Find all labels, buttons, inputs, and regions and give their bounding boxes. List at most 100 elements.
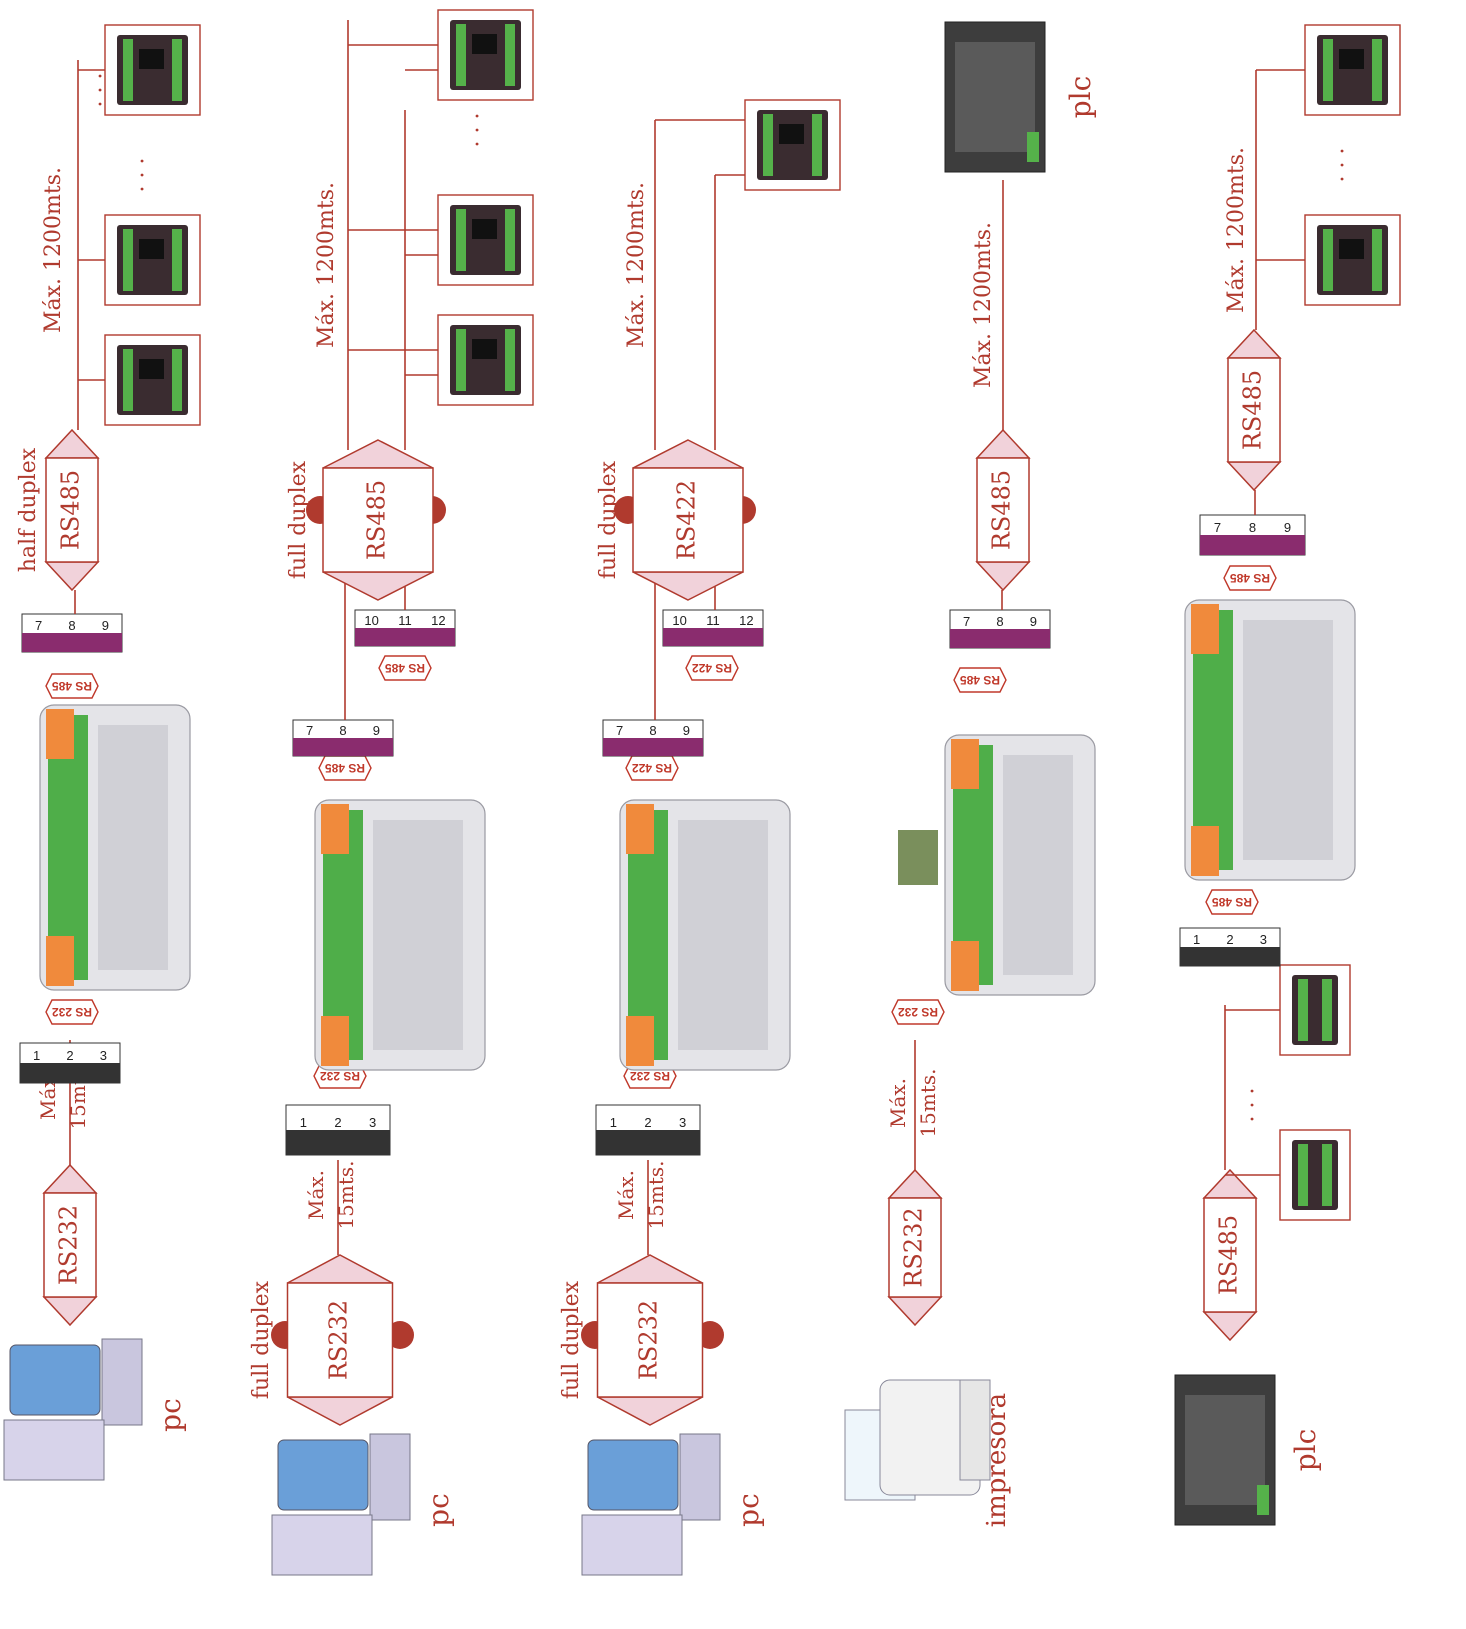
badge-text: RS 485 [325, 761, 365, 775]
right-protocol-box: RS422 [633, 440, 743, 600]
field-device [105, 215, 200, 305]
pin-label: 7 [616, 723, 623, 738]
device-display [139, 359, 164, 379]
pin-label: 1 [33, 1048, 40, 1063]
monitor [278, 1440, 368, 1510]
device-terminal [172, 39, 182, 101]
plc-terminal [1027, 132, 1039, 162]
device-terminal [1372, 39, 1382, 101]
rs-badge: RS 485 [954, 668, 1006, 692]
monitor [588, 1440, 678, 1510]
pin-label: 11 [706, 613, 720, 628]
left-mode-label: full duplex [559, 1280, 584, 1399]
converter-terminal-block [626, 1016, 654, 1066]
converter-module [315, 800, 485, 1070]
arrow-head-top [1228, 330, 1280, 358]
arrow-head-top [46, 430, 98, 458]
db9-connector [898, 830, 938, 885]
pc-icon: pc [582, 1434, 765, 1575]
arrow-head-bottom [288, 1397, 393, 1425]
converter-cover [1243, 620, 1333, 860]
keyboard [680, 1434, 720, 1520]
keyboard [102, 1339, 142, 1425]
device-terminal [1323, 39, 1333, 101]
pin-label: 8 [996, 614, 1003, 629]
ellipsis: · · · [1331, 148, 1356, 183]
pin-label: 3 [679, 1115, 686, 1130]
plc-panel [1185, 1395, 1265, 1505]
left-distance-line1: Máx. [614, 1170, 638, 1220]
converter-terminal-block [951, 739, 979, 789]
arrow-head-bottom [323, 572, 433, 600]
pin-label: 9 [1284, 520, 1291, 535]
device-display [139, 49, 164, 69]
endpoint-label: impresora [982, 1393, 1012, 1527]
pin-label: 12 [431, 613, 445, 628]
rs-badge: RS 485 [46, 674, 98, 698]
device-terminal [456, 24, 466, 86]
device-terminal [172, 229, 182, 291]
pin-label: 7 [306, 723, 313, 738]
badge-text: RS 232 [320, 1069, 360, 1083]
pin-label: 9 [102, 618, 109, 633]
converter-cover [1003, 755, 1073, 975]
device-terminal [812, 114, 822, 176]
arrow-head-bottom [633, 572, 743, 600]
pin-label: 3 [100, 1048, 107, 1063]
converter-terminal-block [46, 936, 74, 986]
arrow-head-top [288, 1255, 393, 1283]
endpoint-label: plc [1064, 76, 1097, 119]
input-terminal: 123 [596, 1105, 700, 1155]
strip-band [1200, 535, 1305, 555]
right-protocol-box: RS485 [977, 430, 1029, 590]
strip-band [603, 738, 703, 756]
device-terminal [1322, 1144, 1332, 1206]
output-terminal-tx: 7 8 9 [603, 720, 703, 756]
device-terminal [505, 209, 515, 271]
strip-band [20, 1063, 120, 1083]
device-display [779, 124, 804, 144]
device-terminal [123, 349, 133, 411]
badge-text: RS 232 [630, 1069, 670, 1083]
converter-module [1185, 600, 1355, 880]
pin-label: 9 [1030, 614, 1037, 629]
protocol-label: RS232 [635, 1300, 663, 1380]
right-mode-label: full duplex [286, 460, 311, 579]
device-terminal [1322, 979, 1332, 1041]
arrow-head-top [44, 1165, 96, 1193]
distance-label: Máx. 1200mts. [624, 182, 649, 348]
input-terminal: 123 [1180, 928, 1280, 966]
protocol-label: RS485 [57, 470, 85, 550]
badge-text: RS 485 [1230, 571, 1270, 585]
converter-cover [373, 820, 463, 1050]
output-terminal: 7 8 9 [1200, 515, 1305, 555]
right-protocol-box: RS485 [1228, 330, 1280, 490]
converter-cover [678, 820, 768, 1050]
converter-module [620, 800, 790, 1070]
arrow-head-top [598, 1255, 703, 1283]
left-distance-line1: Máx. [304, 1170, 328, 1220]
device-terminal [123, 229, 133, 291]
pin-label: 9 [683, 723, 690, 738]
arrow-head-bottom [46, 562, 98, 590]
endpoint-label: pc [422, 1493, 455, 1527]
pin-label: 2 [66, 1048, 73, 1063]
plc-icon: plc [1175, 1375, 1322, 1525]
device-display [1339, 239, 1364, 259]
output-terminal-rx: 101112 [355, 610, 455, 646]
distance-label: Máx. 1200mts. [314, 182, 339, 348]
output-terminal: 789 [950, 610, 1050, 648]
pin-label: 8 [1249, 520, 1256, 535]
device-terminal [1298, 1144, 1308, 1206]
pin-label: 11 [398, 613, 412, 628]
pin-label: 7 [1214, 520, 1221, 535]
badge-text: RS 485 [960, 673, 1000, 687]
rs-badge: RS 422 [626, 756, 678, 780]
pin-label: 8 [649, 723, 656, 738]
left-protocol-box: RS232 [44, 1165, 96, 1325]
converter-terminal-block [1191, 826, 1219, 876]
device-display [472, 34, 497, 54]
field-device [1305, 215, 1400, 305]
distance-label: Máx. 1200mts. [971, 222, 996, 388]
